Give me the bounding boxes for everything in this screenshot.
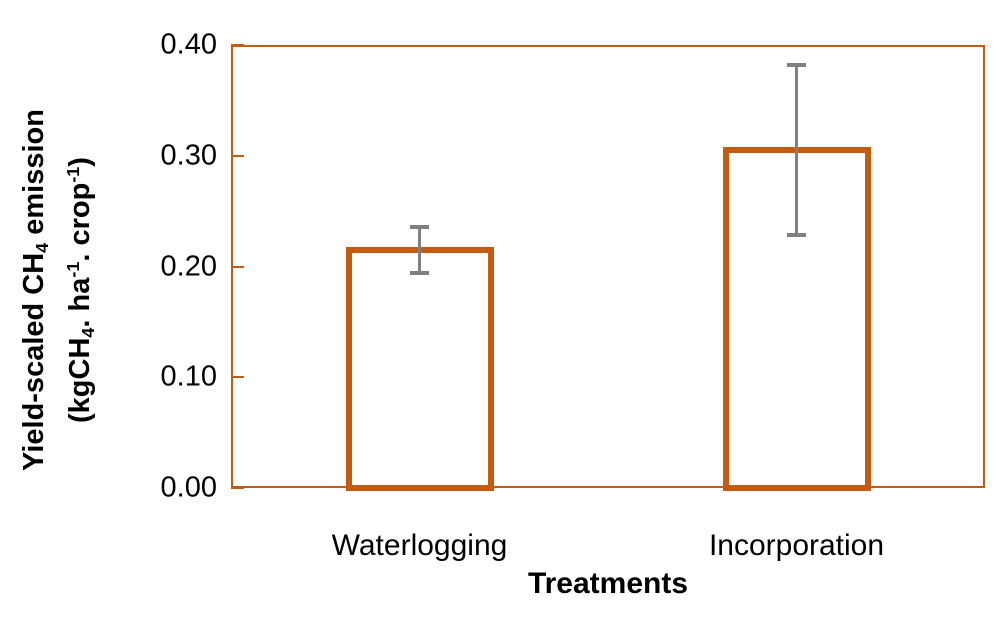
y-axis-title-line1: Yield-scaled CH4 emission: [18, 109, 53, 471]
error-bar-cap: [410, 271, 429, 276]
y-tick-mark: [231, 154, 244, 157]
y-tick-label: 0.40: [160, 28, 217, 61]
y-tick-label: 0.00: [160, 471, 217, 504]
x-category-label: Incorporation: [708, 529, 885, 562]
y-tick-label: 0.30: [160, 139, 217, 172]
error-bar-cap: [787, 62, 806, 67]
x-category-label: Waterlogging: [331, 529, 508, 562]
y-tick-mark: [231, 265, 244, 268]
error-bar: [418, 226, 421, 274]
error-bar-cap: [410, 224, 429, 229]
error-bar-cap: [787, 233, 806, 238]
error-bar: [795, 64, 798, 236]
y-tick-mark: [231, 44, 244, 46]
plot-area: [231, 45, 985, 488]
y-axis-title-line2: (kgCH4. ha-1. crop-1): [63, 157, 99, 423]
bar-waterlogging: [345, 246, 494, 491]
y-tick-mark: [231, 376, 244, 379]
y-tick-label: 0.10: [160, 360, 217, 393]
y-axis-title: Yield-scaled CH4 emission (kgCH4. ha-1. …: [12, 109, 104, 471]
y-tick-mark: [231, 487, 244, 489]
x-axis-title: Treatments: [527, 567, 689, 600]
y-tick-label: 0.20: [160, 250, 217, 282]
